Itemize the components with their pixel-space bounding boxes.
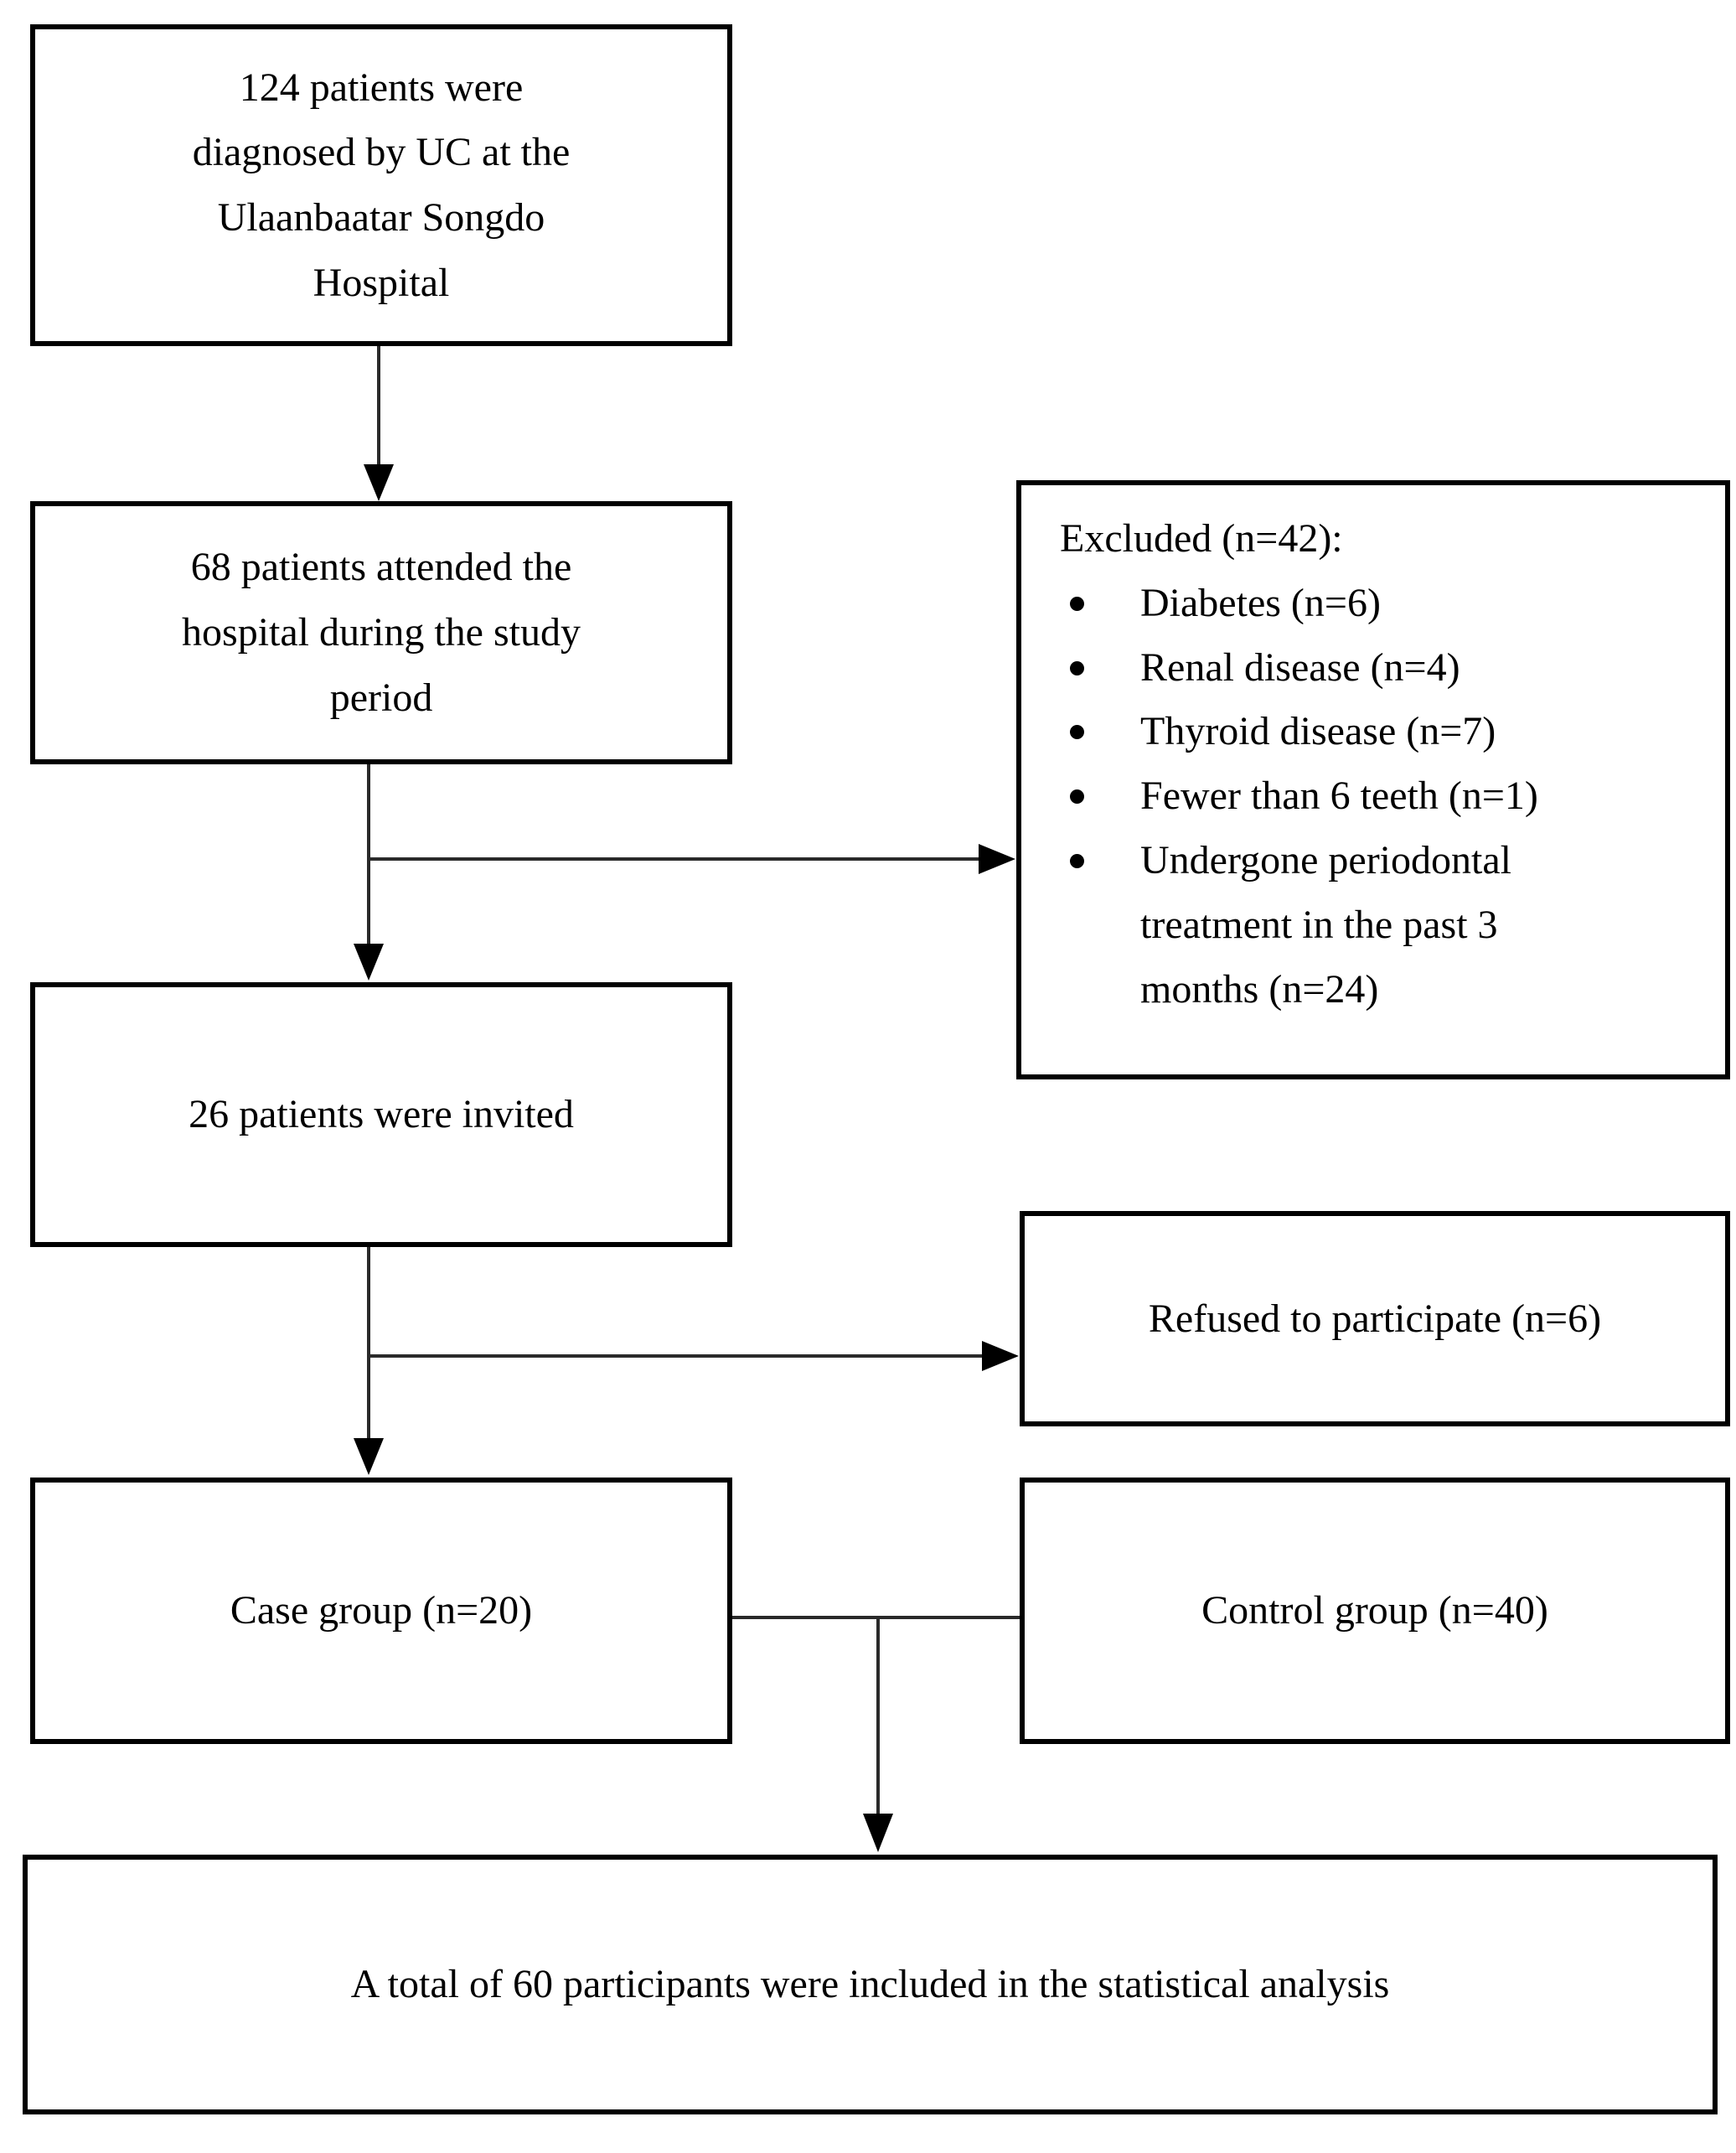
box-diagnosed-patients: 124 patients were diagnosed by UC at the… — [30, 24, 732, 346]
box-attended-text: 68 patients attended the hospital during… — [182, 545, 581, 720]
excluded-reason-periodontal: Undergone periodontal treatment in the p… — [1060, 829, 1700, 1022]
box-total-participants: A total of 60 participants were included… — [23, 1855, 1718, 2114]
box-case-group-text: Case group (n=20) — [230, 1588, 533, 1633]
box-refused-text: Refused to participate (n=6) — [1148, 1296, 1602, 1341]
connector-groups-to-total — [863, 1617, 893, 1852]
box-total-text: A total of 60 participants were included… — [350, 1962, 1390, 2007]
box-control-group-text: Control group (n=40) — [1201, 1588, 1548, 1633]
box-invited-text: 26 patients were invited — [189, 1092, 574, 1137]
excluded-reason-renal: Renal disease (n=4) — [1060, 636, 1700, 701]
excluded-reason-thyroid: Thyroid disease (n=7) — [1060, 700, 1700, 764]
excluded-title: Excluded (n=42): — [1060, 516, 1343, 561]
excluded-reasons-list: Diabetes (n=6) Renal disease (n=4) Thyro… — [1060, 572, 1700, 1022]
box-refused: Refused to participate (n=6) — [1020, 1211, 1730, 1426]
connector-diagnosed-to-attended — [364, 346, 394, 501]
connector-invited-to-case — [354, 1247, 384, 1475]
box-control-group: Control group (n=40) — [1020, 1478, 1730, 1744]
box-excluded: Excluded (n=42): Diabetes (n=6) Renal di… — [1016, 480, 1730, 1079]
connector-attended-to-invited — [354, 764, 384, 981]
box-attended-patients: 68 patients attended the hospital during… — [30, 501, 732, 764]
box-invited-patients: 26 patients were invited — [30, 982, 732, 1247]
excluded-reason-teeth: Fewer than 6 teeth (n=1) — [1060, 764, 1700, 829]
connector-attended-to-excluded — [369, 844, 1015, 874]
box-diagnosed-text: 124 patients were diagnosed by UC at the… — [192, 65, 571, 305]
box-case-group: Case group (n=20) — [30, 1478, 732, 1744]
connector-invited-to-refused — [369, 1341, 1019, 1371]
excluded-reason-diabetes: Diabetes (n=6) — [1060, 572, 1700, 636]
